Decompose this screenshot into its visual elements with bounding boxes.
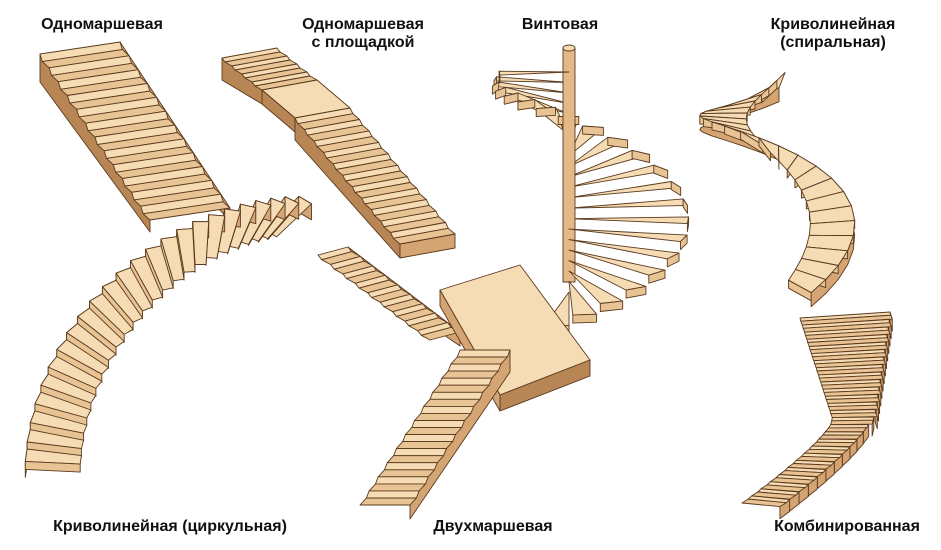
step-riser [811, 352, 887, 362]
curved-spiral-staircase-drawing [699, 71, 856, 308]
spiral-step-edge [599, 300, 624, 312]
step-riser [823, 389, 882, 397]
step-riser [423, 398, 481, 407]
spiral-step-edge [503, 92, 519, 105]
step-riser [830, 412, 878, 419]
step-tread [365, 490, 420, 499]
label-curved-circular: Криволинейная (циркульная) [30, 518, 310, 536]
step-riser [818, 374, 884, 383]
spiral-step-tread [498, 70, 570, 76]
pole-cap [562, 44, 576, 52]
step-riser [821, 382, 883, 390]
step-riser [824, 427, 868, 433]
step-tread [402, 434, 456, 443]
spiral-step-tread [493, 76, 570, 83]
two-flight-staircase-drawing [317, 246, 591, 520]
spiral-step-tread [808, 220, 856, 237]
spiral-step-tread [568, 239, 680, 260]
single-flight-landing-staircase-drawing [221, 47, 456, 259]
step-riser [809, 344, 889, 355]
step-riser [804, 329, 891, 340]
step-tread [447, 363, 502, 372]
step-riser [405, 427, 463, 435]
step-riser [830, 419, 874, 426]
step-tread [438, 377, 493, 386]
spiral-step-edge [653, 164, 669, 179]
label-single-flight-landing: Одномаршевая с площадкой [278, 16, 448, 52]
step-tread [456, 349, 511, 358]
step-riser [359, 497, 417, 506]
label-line: Криволинейная [770, 16, 896, 33]
label-line: с площадкой [311, 34, 415, 51]
step-tread [411, 420, 465, 428]
step-riser [386, 455, 445, 464]
spiral-step-edge [572, 313, 598, 324]
spiral-step-edge [495, 86, 507, 100]
spiral-center-pole [562, 47, 576, 283]
label-line: (спиральная) [780, 34, 886, 51]
step-riser [807, 337, 890, 347]
spiral-step-edge [680, 234, 688, 251]
curved-circular-staircase-drawing [24, 195, 312, 478]
step-riser [814, 359, 886, 369]
step-tread [384, 462, 438, 471]
combined-staircase-drawing [741, 311, 893, 520]
step-tread [420, 405, 475, 414]
label-curved-spiral: Криволинейная (спиральная) [758, 16, 908, 52]
step-riser [392, 227, 456, 245]
spiral-step-edge [631, 149, 651, 163]
label-line: Одномаршевая [302, 16, 424, 33]
spiral-step-edge [648, 269, 666, 284]
spiral-step-edge [686, 216, 690, 233]
label-line: Винтовая [521, 16, 599, 33]
step-riser [441, 370, 499, 379]
step-riser [142, 201, 231, 221]
step-riser [818, 434, 862, 440]
spiral-step-edge [625, 285, 647, 299]
step-riser [395, 441, 454, 450]
step-tread [429, 391, 484, 400]
step-riser [802, 322, 892, 333]
spiral-step-tread [568, 164, 669, 188]
step-riser [828, 404, 879, 411]
step-tread [375, 476, 429, 485]
step-riser [816, 367, 885, 376]
label-two-flight: Двухмаршевая [418, 518, 568, 536]
step-riser [414, 412, 472, 421]
label-line: Двухмаршевая [433, 518, 553, 535]
label-single-flight: Одномаршевая [22, 16, 182, 34]
spiral-step-edge [682, 198, 688, 214]
step-tread [393, 448, 447, 457]
step-riser [800, 314, 893, 326]
step-riser [432, 384, 490, 393]
spiral-step-tread [568, 198, 688, 209]
circular-step-riser [24, 460, 81, 473]
single-flight-staircase-drawing [39, 41, 231, 233]
spiral-step-edge [582, 125, 604, 136]
spiral-step-tread [568, 228, 688, 243]
spiral-step-edge [517, 99, 536, 111]
label-line: Криволинейная (циркульная) [53, 518, 287, 535]
label-line: Комбинированная [774, 518, 920, 535]
label-combined: Комбинированная [762, 518, 932, 536]
step-riser [741, 498, 787, 508]
spiral-step-riser [788, 279, 812, 302]
step-riser [368, 483, 426, 492]
spiral-step-edge [498, 70, 501, 84]
spiral-step-edge [666, 252, 680, 268]
spiral-step-tread [568, 216, 690, 225]
spiral-step-edge [535, 106, 556, 118]
spiral-screw-staircase-drawing [491, 44, 690, 335]
spiral-step-edge [607, 136, 629, 149]
label-line: Одномаршевая [41, 16, 163, 33]
step-riser [377, 469, 435, 478]
label-spiral-screw: Винтовая [505, 16, 615, 34]
spiral-step-edge [670, 181, 682, 196]
step-riser [450, 356, 508, 365]
